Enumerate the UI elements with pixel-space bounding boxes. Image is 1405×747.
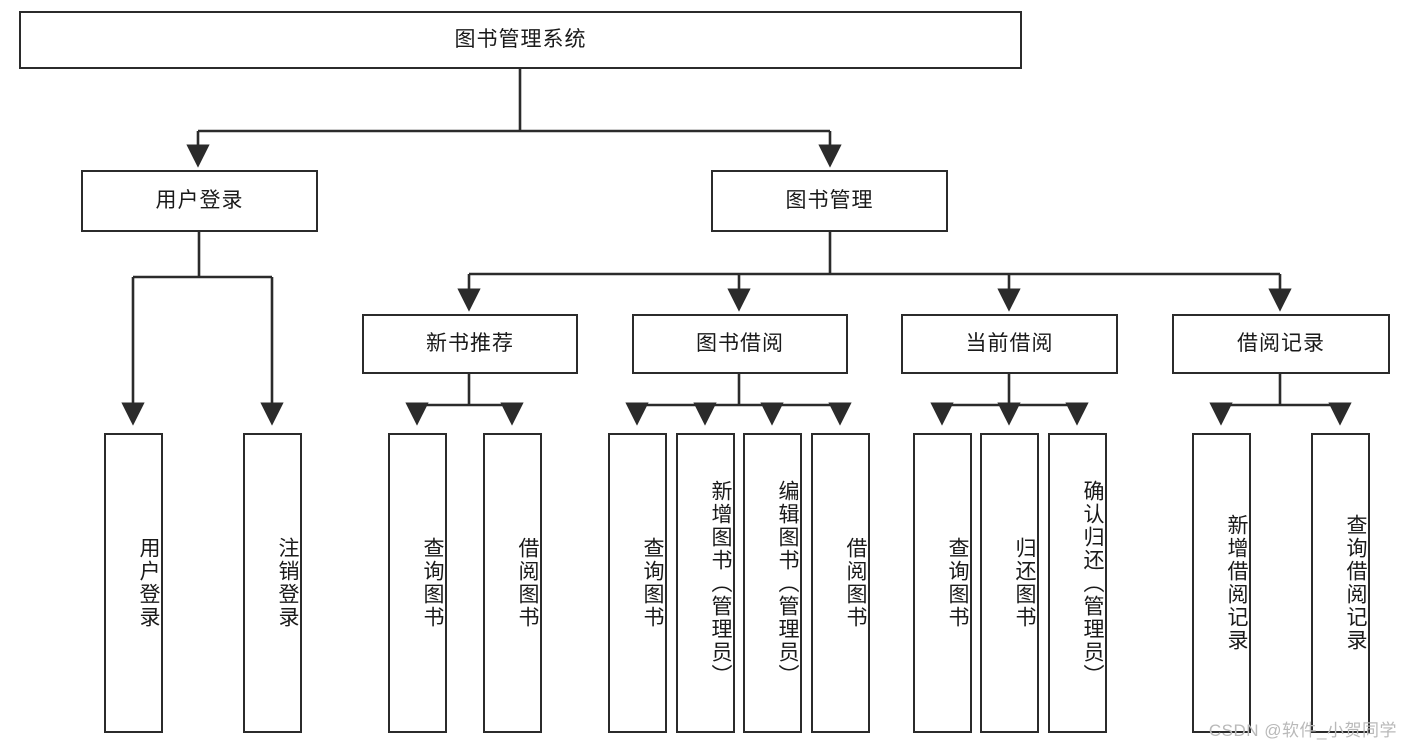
node-label: 新增借阅记录 [1225,514,1248,652]
node-label: 借阅记录 [1237,332,1325,356]
node-book-management[interactable]: 图书管理 [711,170,948,232]
node-user-login[interactable]: 用户登录 [81,170,318,232]
node-label: 确认归还（管理员） [1081,479,1104,687]
node-label: 图书管理系统 [454,28,587,52]
node-leaf-return-book[interactable]: 归还图书 [980,433,1039,733]
node-leaf-user-login[interactable]: 用户登录 [104,433,163,733]
node-leaf-add-borrow-record[interactable]: 新增借阅记录 [1192,433,1251,733]
node-label: 借阅图书 [516,537,539,629]
node-label: 查询借阅记录 [1344,514,1367,652]
node-leaf-logout[interactable]: 注销登录 [243,433,302,733]
node-borrow-records[interactable]: 借阅记录 [1172,314,1390,374]
node-label: 图书借阅 [696,332,784,356]
node-label: 查询图书 [946,537,969,629]
node-label: 用户登录 [137,537,160,629]
node-label: 借阅图书 [844,537,867,629]
node-label: 归还图书 [1013,537,1036,629]
node-label: 注销登录 [276,537,299,629]
node-book-borrow[interactable]: 图书借阅 [632,314,848,374]
node-current-borrow[interactable]: 当前借阅 [901,314,1118,374]
node-label: 查询图书 [421,537,444,629]
node-leaf-query-book-recommend[interactable]: 查询图书 [388,433,447,733]
node-label: 新书推荐 [426,332,514,356]
node-label: 查询图书 [641,537,664,629]
node-leaf-query-book-current[interactable]: 查询图书 [913,433,972,733]
node-label: 用户登录 [155,189,244,213]
node-label: 当前借阅 [965,332,1054,356]
node-label: 编辑图书（管理员） [776,479,799,687]
node-leaf-edit-book-admin[interactable]: 编辑图书（管理员） [743,433,802,733]
node-leaf-query-book-borrow[interactable]: 查询图书 [608,433,667,733]
node-new-book-recommend[interactable]: 新书推荐 [362,314,578,374]
node-leaf-query-borrow-record[interactable]: 查询借阅记录 [1311,433,1370,733]
node-root-book-management-system[interactable]: 图书管理系统 [19,11,1022,69]
node-leaf-confirm-return-admin[interactable]: 确认归还（管理员） [1048,433,1107,733]
node-label: 新增图书（管理员） [709,479,732,687]
node-leaf-borrow-book[interactable]: 借阅图书 [811,433,870,733]
node-label: 图书管理 [785,189,874,213]
node-leaf-borrow-book-recommend[interactable]: 借阅图书 [483,433,542,733]
node-leaf-add-book-admin[interactable]: 新增图书（管理员） [676,433,735,733]
